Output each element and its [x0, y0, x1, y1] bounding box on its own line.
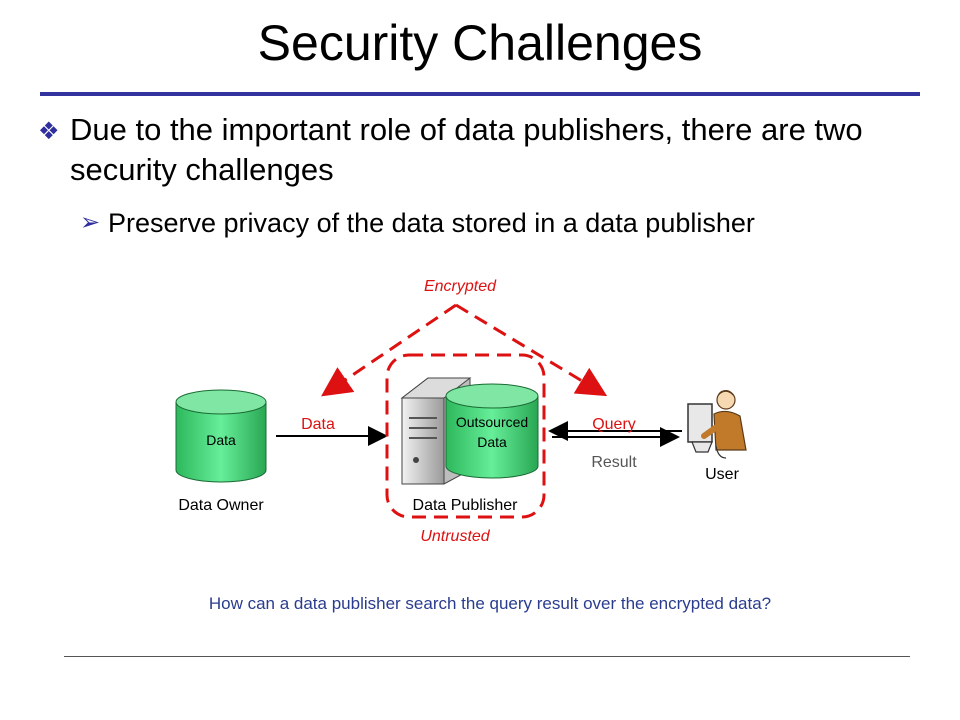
data-owner-label: Data Owner [178, 497, 264, 514]
question-text: How can a data publisher search the quer… [208, 594, 772, 613]
data-db-label: Data [206, 432, 236, 448]
encrypted-label: Encrypted [424, 278, 497, 295]
untrusted-boundary [385, 353, 546, 519]
encrypted-arrow-to-user [455, 303, 608, 397]
user-at-computer-icon [687, 390, 747, 459]
outsourced-label-line2: Data [477, 434, 507, 450]
bottom-divider [64, 656, 910, 657]
untrusted-label: Untrusted [420, 528, 490, 545]
title-divider [40, 92, 920, 96]
data-owner-database-icon [175, 389, 267, 483]
data-publisher-label: Data Publisher [413, 497, 519, 514]
outsourced-label-line1: Outsourced [456, 414, 528, 430]
bullet-text: Due to the important role of data publis… [70, 112, 863, 187]
result-label: Result [591, 454, 637, 471]
query-label: Query [592, 416, 636, 433]
diamond-bullet-icon: ❖ [38, 118, 60, 145]
data-arrow-label: Data [301, 416, 335, 433]
encrypted-arrow-to-owner [321, 303, 457, 397]
user-label: User [705, 466, 739, 483]
slide-title: Security Challenges [257, 15, 703, 71]
bullet-level2: ➢ Preserve privacy of the data stored in… [80, 205, 940, 241]
arrow-bullet-icon: ➢ [80, 209, 101, 236]
bullet-text: Preserve privacy of the data stored in a… [108, 208, 755, 238]
bullet-level1: ❖ Due to the important role of data publ… [38, 110, 918, 190]
diagram: Encrypted Data Data Owner Data Untrusted… [175, 278, 747, 545]
outsourced-database-icon [445, 383, 539, 479]
